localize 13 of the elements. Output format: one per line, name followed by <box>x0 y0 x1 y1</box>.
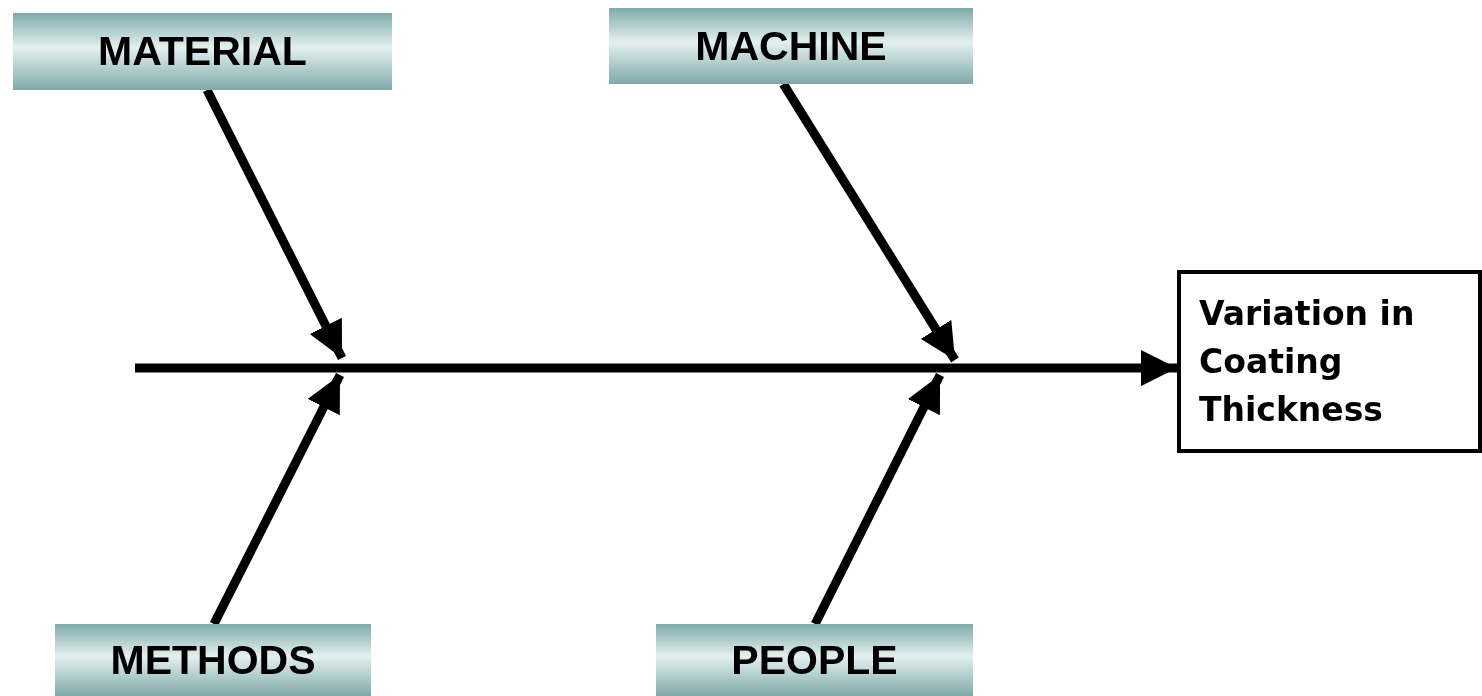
effect-label: Variation in Coating Thickness <box>1199 292 1416 431</box>
arrow <box>209 372 344 627</box>
cause-box <box>55 624 371 696</box>
cause-label: MATERIAL <box>98 28 307 75</box>
cause-label: METHODS <box>110 636 316 684</box>
cause-box <box>13 13 392 90</box>
cause-label: PEOPLE <box>731 636 898 684</box>
arrow <box>811 373 945 627</box>
cause-label: MACHINE <box>695 22 887 70</box>
effect-box <box>1177 270 1482 453</box>
cause-box <box>656 624 973 696</box>
spine-arrow <box>135 350 1177 387</box>
cause-box <box>609 8 973 84</box>
